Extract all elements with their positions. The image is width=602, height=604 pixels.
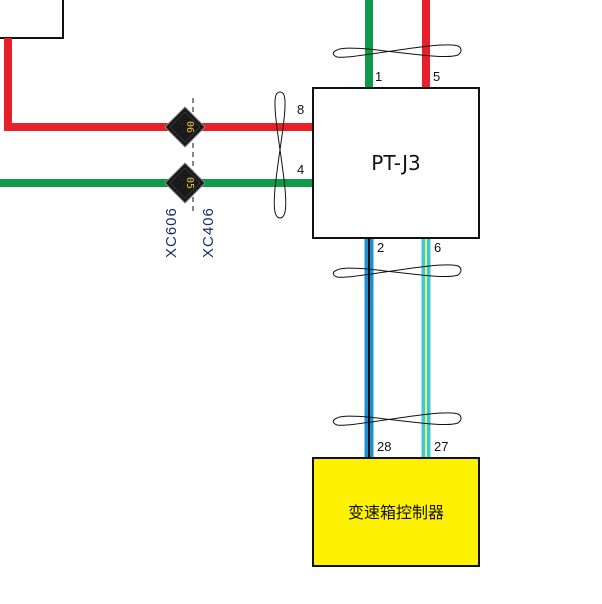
twist-marker-top [332, 44, 462, 58]
transmission-controller [312, 457, 480, 567]
connector-upper-number: 06 [184, 121, 195, 133]
pin-bottom-right: 6 [434, 240, 441, 255]
connector-lower-name: XC406 [200, 207, 217, 258]
connector-lower-number: 05 [184, 177, 195, 189]
pin-top-right: 5 [433, 69, 440, 84]
pt-j3-module [312, 87, 480, 239]
partial-module-box [0, 0, 64, 39]
connector-upper-name: XC606 [163, 207, 180, 258]
pin-ctrl-left: 28 [377, 439, 391, 454]
twist-marker-bottom [332, 412, 462, 426]
pin-bottom-left: 2 [377, 240, 384, 255]
controller-label: 变速箱控制器 [348, 503, 444, 522]
twist-marker-mid [332, 264, 462, 278]
pin-top-left: 1 [375, 69, 382, 84]
red-wire-left [4, 38, 312, 131]
connector-diamond-upper: 06 [164, 106, 206, 148]
pin-left-lower: 4 [297, 162, 304, 177]
pt-j3-label: PT-J3 [371, 151, 420, 175]
pin-left-upper: 8 [297, 102, 304, 117]
pin-ctrl-right: 27 [434, 439, 448, 454]
twist-marker-left [273, 91, 287, 219]
connector-diamond-lower: 05 [164, 162, 206, 204]
